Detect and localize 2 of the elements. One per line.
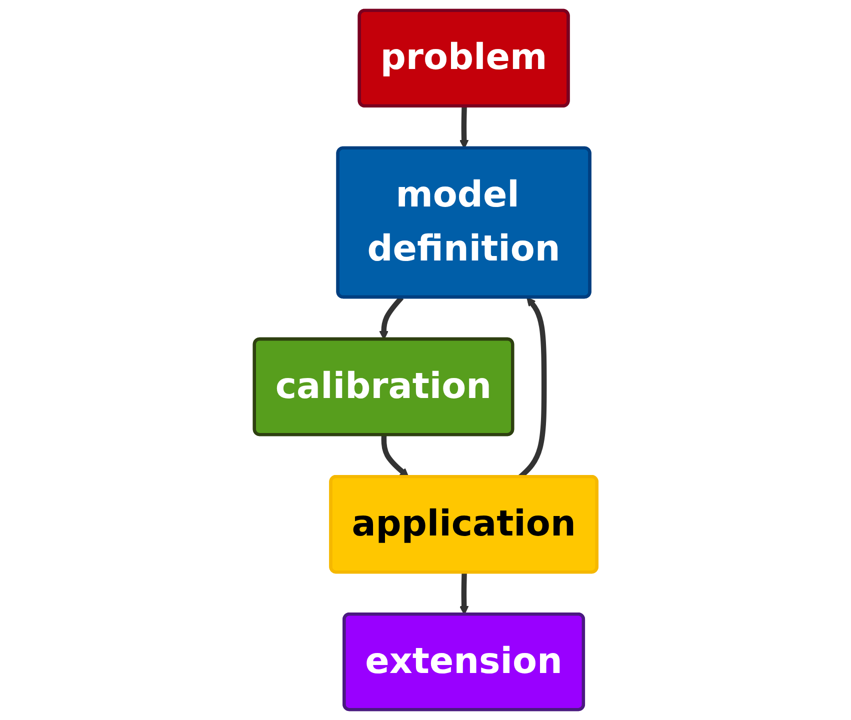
arrow (381, 434, 409, 478)
arrow (459, 572, 469, 615)
